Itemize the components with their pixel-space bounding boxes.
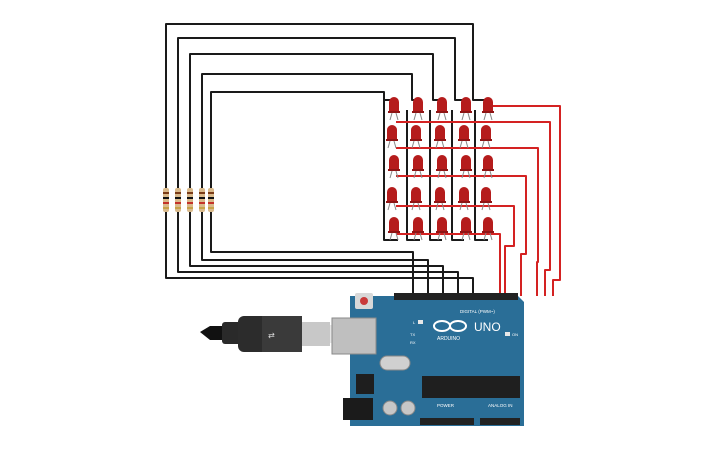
black-wire-4[interactable] bbox=[201, 73, 429, 296]
led-r1-c2[interactable] bbox=[412, 97, 424, 121]
resistor-bank[interactable] bbox=[163, 188, 214, 212]
led-r5-c4[interactable] bbox=[460, 217, 472, 241]
column-wire-4[interactable] bbox=[451, 110, 464, 241]
arduino-board[interactable]: ARDUINO UNO DIGITAL (PWM~) POWER ANALOG … bbox=[331, 293, 524, 426]
led-r2-c1[interactable] bbox=[386, 125, 398, 149]
power-label: POWER bbox=[437, 403, 455, 408]
usb-port bbox=[331, 317, 377, 355]
column-wire-2[interactable] bbox=[406, 110, 420, 241]
red-wire-2[interactable] bbox=[396, 121, 551, 296]
led-r3-c1[interactable] bbox=[388, 155, 400, 179]
black-wire-1[interactable] bbox=[165, 23, 488, 296]
led-r1-c5[interactable] bbox=[482, 97, 494, 121]
led-r5-c5[interactable] bbox=[482, 217, 494, 241]
voltage-regulator bbox=[356, 374, 374, 394]
column-wire-5[interactable] bbox=[474, 110, 488, 241]
led-r1-c1[interactable] bbox=[388, 97, 400, 121]
red-wire-5[interactable] bbox=[396, 205, 515, 296]
digital-label: DIGITAL (PWM~) bbox=[460, 309, 495, 314]
led-r5-c3[interactable] bbox=[436, 217, 448, 241]
on-label: ON bbox=[512, 332, 518, 337]
crystal bbox=[379, 355, 411, 371]
led-matrix[interactable] bbox=[386, 97, 494, 241]
ic-chip-icon bbox=[422, 376, 520, 398]
black-wires[interactable] bbox=[165, 23, 488, 296]
on-led bbox=[505, 332, 510, 336]
l-label: L bbox=[413, 320, 416, 325]
capacitor-1 bbox=[382, 400, 398, 416]
led-r1-c3[interactable] bbox=[436, 97, 448, 121]
led-r5-c1[interactable] bbox=[388, 217, 400, 241]
led-r3-c5[interactable] bbox=[482, 155, 494, 179]
led-r2-c3[interactable] bbox=[434, 125, 446, 149]
model-label: UNO bbox=[474, 320, 501, 334]
led-r4-c4[interactable] bbox=[458, 187, 470, 211]
resistor-1[interactable] bbox=[163, 188, 169, 212]
digital-header[interactable] bbox=[394, 293, 518, 300]
resistor-2[interactable] bbox=[175, 188, 181, 212]
capacitor-2 bbox=[400, 400, 416, 416]
led-r3-c3[interactable] bbox=[436, 155, 448, 179]
led-r5-c2[interactable] bbox=[412, 217, 424, 241]
led-r2-c4[interactable] bbox=[458, 125, 470, 149]
led-r4-c3[interactable] bbox=[434, 187, 446, 211]
analog-header[interactable] bbox=[480, 418, 520, 425]
rx-label: RX bbox=[410, 340, 416, 345]
led-r4-c2[interactable] bbox=[410, 187, 422, 211]
resistor-4[interactable] bbox=[199, 188, 205, 212]
led-r2-c5[interactable] bbox=[480, 125, 492, 149]
resistor-5[interactable] bbox=[208, 188, 214, 212]
black-wire-3[interactable] bbox=[189, 53, 444, 296]
svg-text:⇄: ⇄ bbox=[268, 331, 275, 340]
power-header[interactable] bbox=[420, 418, 474, 425]
power-jack bbox=[343, 398, 373, 420]
usb-cable-icon[interactable]: ⇄ bbox=[200, 316, 352, 352]
led-r4-c1[interactable] bbox=[386, 187, 398, 211]
tx-label: TX bbox=[410, 332, 415, 337]
led-r2-c2[interactable] bbox=[410, 125, 422, 149]
led-r1-c4[interactable] bbox=[460, 97, 472, 121]
led-r4-c5[interactable] bbox=[480, 187, 492, 211]
column-wire-1[interactable] bbox=[383, 100, 398, 241]
led-r3-c2[interactable] bbox=[412, 155, 424, 179]
led-r3-c4[interactable] bbox=[460, 155, 472, 179]
resistor-3[interactable] bbox=[187, 188, 193, 212]
analog-label: ANALOG IN bbox=[488, 403, 513, 408]
black-wire-2[interactable] bbox=[177, 37, 464, 296]
red-wire-4[interactable] bbox=[396, 175, 527, 296]
brand-label: ARDUINO bbox=[437, 336, 460, 342]
l-led bbox=[418, 320, 423, 324]
arduino-logo bbox=[433, 320, 467, 332]
red-wire-1[interactable] bbox=[492, 105, 561, 296]
